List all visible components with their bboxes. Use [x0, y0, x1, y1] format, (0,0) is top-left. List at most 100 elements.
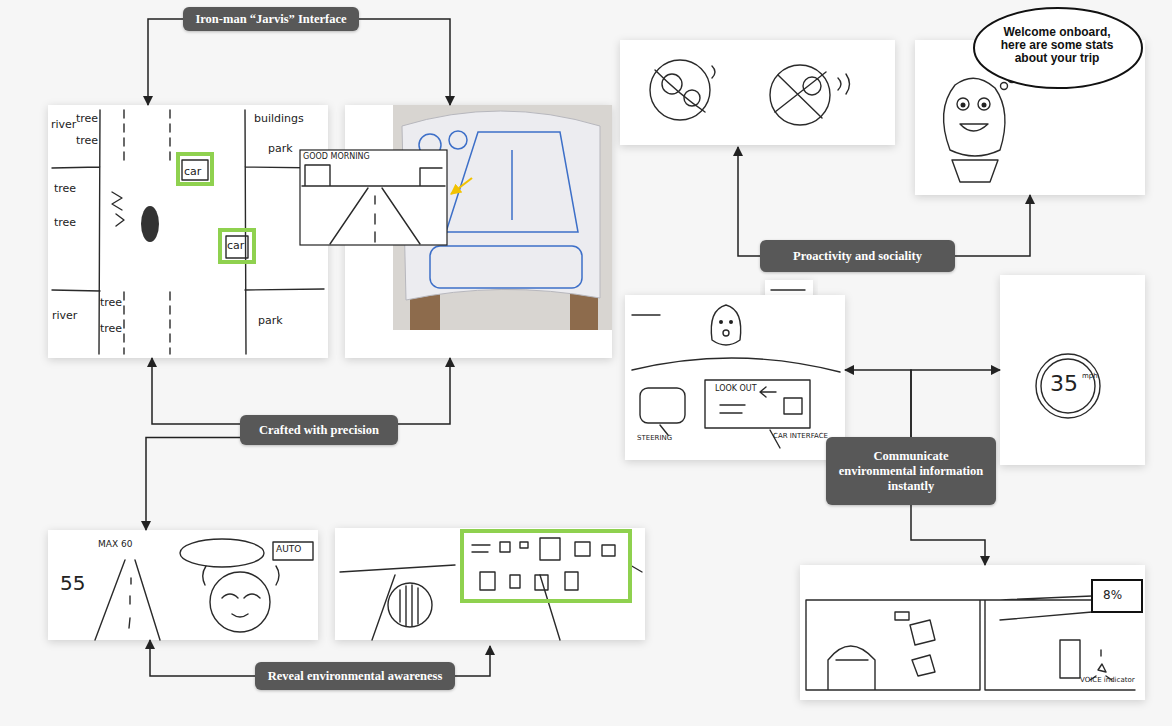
map-sketch-part: [124, 110, 170, 354]
cabin-sketch-part: [640, 388, 685, 423]
sketch-panel: 8% VOICE indicator: [800, 565, 1145, 700]
speed-sketch-part: [1041, 359, 1095, 413]
cabin-sketch-part: [723, 330, 729, 336]
sketch-text: 55: [60, 572, 85, 594]
label-text: Reveal environmental awareness: [268, 669, 443, 684]
connector-arrow: [148, 19, 183, 105]
sketch-text: tree: [100, 323, 122, 335]
prototype-photo: [300, 105, 612, 358]
prototype-photo-part: [302, 165, 445, 244]
section-label: Crafted with precision: [240, 415, 398, 445]
sketch-text: GOOD MORNING: [303, 153, 370, 162]
robot-sketch: [915, 8, 1145, 195]
sketch-text: 35: [1050, 372, 1078, 396]
cabin-sketch-part: [705, 380, 810, 428]
map-sketch-part: [178, 154, 212, 184]
map-sketch-part: [141, 206, 159, 242]
connector-arrow: [150, 640, 255, 676]
sketch-text: car: [184, 166, 201, 178]
sketch-text: Welcome onboard, here are some stats abo…: [995, 26, 1119, 66]
cabin-sketch-part: [729, 320, 733, 324]
robot-sketch-part: [978, 98, 990, 110]
sketch-text: tree: [76, 135, 98, 147]
connector-arrow: [146, 438, 240, 531]
section-label: Iron-man “Jarvis” Interface: [183, 7, 359, 31]
label-text: Iron-man “Jarvis” Interface: [195, 12, 346, 27]
sloth-sketch-part: [210, 572, 270, 632]
sloth-sketch-part: [180, 539, 264, 567]
cabin-sketch-part: [784, 398, 802, 414]
label-text: Crafted with precision: [259, 423, 379, 438]
dashboard-sketch-part: [400, 585, 418, 626]
sketch-text: tree: [54, 217, 76, 229]
sketch-text: AUTO: [276, 545, 301, 555]
eyes-sketch-part: [620, 40, 895, 145]
prototype-photo-part: [300, 150, 447, 245]
sketch-panel: rivertreetreebuildingsparktreetreecarcar…: [48, 105, 328, 358]
robot-sketch-part: [957, 98, 969, 110]
robot-sketch-part: [974, 8, 1142, 88]
map-sketch: [48, 105, 328, 358]
dashboard-sketch-part: [388, 583, 432, 627]
sketch-text: mph: [1082, 373, 1098, 381]
sketch-text: river: [52, 310, 77, 322]
section-label: Communicate environmental information in…: [826, 437, 996, 505]
sloth-sketch-part: [95, 560, 160, 640]
sketch-panel: 35 mph: [1000, 275, 1145, 465]
speed-sketch-part: [1036, 354, 1100, 418]
cabin-sketch-part: [719, 320, 723, 324]
prototype-photo-part: [430, 246, 582, 288]
section-label: Reveal environmental awareness: [255, 662, 455, 690]
sketch-text: MAX 60: [98, 540, 132, 550]
eyes-sketch-part: [712, 66, 850, 118]
eyes-sketch-part: [662, 74, 682, 94]
cabin-sketch-part: [711, 305, 740, 345]
sloth-sketch-part: [48, 530, 318, 640]
connector-arrow: [911, 370, 1000, 437]
map-sketch-part: [112, 192, 124, 226]
sketch-text: LOOK OUT: [715, 385, 757, 394]
label-text: Communicate environmental information in…: [834, 449, 988, 494]
sketch-text: buildings: [254, 113, 304, 125]
section-label: Proactivity and sociality: [760, 240, 955, 272]
robot-sketch-part: [982, 103, 987, 108]
eyes-sketch-part: [655, 70, 705, 112]
garage-sketch-part: [1092, 580, 1142, 612]
robot-sketch-part: [952, 124, 998, 182]
map-sketch-part: [220, 230, 254, 262]
prototype-photo-part: [449, 131, 467, 149]
sketch-panel: GOOD MORNING: [345, 105, 612, 358]
prototype-photo-part: [446, 132, 578, 232]
sketch-text: 8%: [1103, 589, 1122, 602]
map-sketch-part: [52, 110, 324, 354]
dashboard-sketch: [335, 528, 645, 676]
sketch-text: VOICE indicator: [1080, 677, 1142, 685]
sketch-panel: Welcome onboard, here are some stats abo…: [915, 40, 1145, 195]
sketch-text: river: [51, 119, 76, 131]
connector-arrow: [398, 358, 450, 424]
sloth-sketch-part: [203, 566, 279, 617]
sketch-panel: 55 MAX 60 AUTO: [48, 530, 318, 640]
sketch-panel: LOOK OUTSTEERINGCAR INTERFACE: [625, 275, 845, 460]
garage-sketch-part: [800, 565, 1145, 700]
garage-sketch-part: [1090, 650, 1112, 680]
connector-arrow: [152, 358, 240, 424]
eyes-sketch-part: [650, 60, 710, 120]
eyes-sketch-part: [738, 147, 760, 256]
robot-sketch-part: [944, 78, 1005, 156]
map-sketch-part: [48, 105, 328, 358]
sloth-sketch: [48, 530, 318, 640]
garage-sketch: [800, 565, 1145, 700]
cabin-sketch-part: [625, 295, 845, 460]
dashboard-sketch-part: [455, 646, 490, 676]
cabin-sketch: [625, 280, 845, 460]
eyes-sketch-part: [770, 65, 830, 125]
eyes-sketch-part: [803, 77, 821, 95]
robot-sketch-part: [1001, 83, 1008, 90]
sketch-text: tree: [54, 183, 76, 195]
connector-arrow: [955, 195, 1030, 256]
garage-sketch-part: [806, 596, 1135, 690]
garage-sketch-part: [910, 620, 935, 676]
